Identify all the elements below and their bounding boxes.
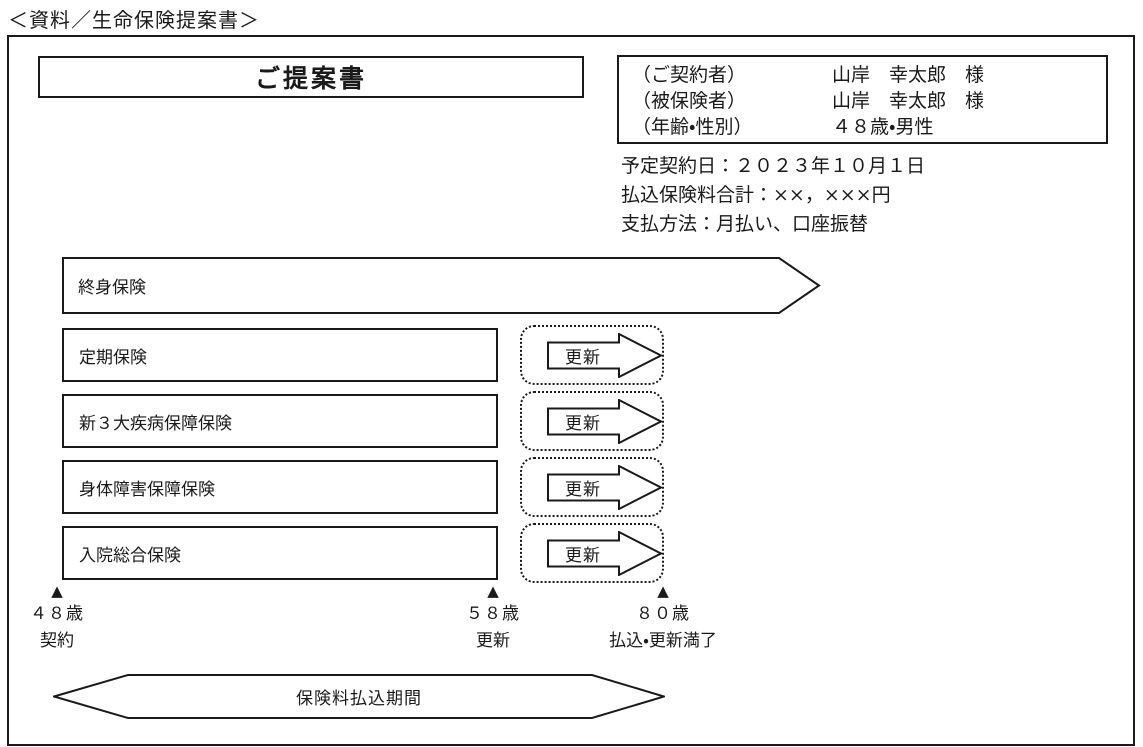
renewal-box-three-major-disease: 更新 <box>520 391 664 451</box>
plan-label-hospitalization: 入院総合保険 <box>79 545 181 566</box>
policyholder-row: （ご契約者） 山岸 幸太郎 様 <box>632 62 1106 88</box>
marker-age: ５８歳 <box>466 604 520 624</box>
timeline-marker-age48: ▲ ４８歳 契約 <box>0 583 142 651</box>
renewal-arrow-icon <box>547 465 662 510</box>
plan-label-term: 定期保険 <box>79 347 147 368</box>
triangle-marker-icon: ▲ <box>487 582 499 600</box>
contract-date-line: 予定契約日：２０２３年１０月１日 <box>621 155 926 177</box>
renewal-label: 更新 <box>565 348 601 368</box>
document-heading: ＜資料／生命保険提案書＞ <box>8 8 260 32</box>
plan-label-whole-life: 終身保険 <box>78 278 146 298</box>
triangle-marker-icon: ▲ <box>51 582 63 600</box>
contract-details: 予定契約日：２０２３年１０月１日 払込保険料合計：××，×××円 支払方法：月払… <box>621 152 925 239</box>
policyholder-label: （ご契約者） <box>632 64 747 86</box>
marker-event: 契約 <box>40 631 74 651</box>
whole-life-bar-shape <box>62 257 821 314</box>
age-gender-value: ４８歳・男性 <box>832 116 934 138</box>
payment-period-arrow: 保険料払込期間 <box>53 674 665 719</box>
marker-event: 更新 <box>476 631 510 651</box>
plan-box-hospitalization: 入院総合保険 <box>62 526 498 580</box>
payment-method-line: 支払方法：月払い、口座振替 <box>621 213 869 235</box>
marker-age: ４８歳 <box>30 604 84 624</box>
plan-label-physical-disability: 身体障害保障保険 <box>79 479 215 500</box>
renewal-label: 更新 <box>565 414 601 434</box>
renewal-arrow-icon <box>547 399 662 444</box>
timeline-marker-age58: ▲ ５８歳 更新 <box>408 583 578 651</box>
plan-box-physical-disability: 身体障害保障保険 <box>62 460 498 514</box>
timeline-marker-age80: ▲ ８０歳 払込・更新満了 <box>578 583 748 651</box>
plan-box-term: 定期保険 <box>62 328 498 382</box>
renewal-box-hospitalization: 更新 <box>520 523 664 583</box>
proposal-title: ご提案書 <box>254 64 367 93</box>
renewal-label: 更新 <box>565 480 601 500</box>
insured-label: （被保険者） <box>632 90 747 112</box>
renewal-arrow-icon <box>547 531 662 576</box>
age-gender-row: （年齢・性別） ４８歳・男性 <box>632 114 1106 140</box>
policyholder-value: 山岸 幸太郎 様 <box>832 64 985 86</box>
renewal-box-term: 更新 <box>520 325 664 385</box>
renewal-box-physical-disability: 更新 <box>520 457 664 517</box>
plan-label-three-major-disease: 新３大疾病保障保険 <box>79 413 232 434</box>
payment-period-label: 保険料払込期間 <box>296 689 422 709</box>
insured-value: 山岸 幸太郎 様 <box>832 90 985 112</box>
triangle-marker-icon: ▲ <box>657 582 669 600</box>
premium-total-line: 払込保険料合計：××，×××円 <box>621 184 891 206</box>
insured-row: （被保険者） 山岸 幸太郎 様 <box>632 88 1106 114</box>
policyholder-info-box: （ご契約者） 山岸 幸太郎 様 （被保険者） 山岸 幸太郎 様 （年齢・性別） … <box>617 55 1108 144</box>
document-outer-frame <box>7 35 1135 746</box>
age-gender-label: （年齢・性別） <box>632 116 753 138</box>
renewal-arrow-icon <box>547 333 662 378</box>
marker-age: ８０歳 <box>636 604 690 624</box>
plan-box-three-major-disease: 新３大疾病保障保険 <box>62 394 498 448</box>
proposal-title-box: ご提案書 <box>38 56 584 98</box>
marker-event: 払込・更新満了 <box>609 631 717 651</box>
double-arrow-icon <box>53 674 665 719</box>
renewal-label: 更新 <box>565 546 601 566</box>
